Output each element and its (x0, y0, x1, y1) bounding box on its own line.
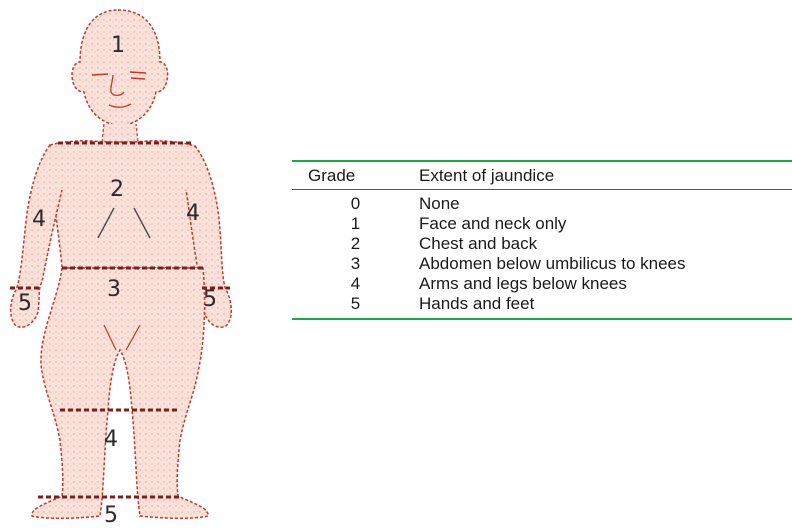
grade-cell: 0 (292, 190, 419, 214)
grade-table: Grade Extent of jaundice 0 None 1 Face a… (292, 162, 792, 318)
table-row: 3 Abdomen below umbilicus to knees (292, 254, 792, 274)
zone-label-trunk: 2 (110, 177, 124, 202)
head-shape (72, 10, 168, 126)
grade-cell: 3 (292, 254, 419, 274)
body-zone-diagram: 1 2 3 4 4 5 5 4 5 (0, 0, 240, 526)
zone-label-lower-trunk: 3 (107, 277, 121, 302)
zone-label-right-hand: 5 (203, 287, 217, 312)
eye-left (92, 74, 108, 75)
extent-cell: Chest and back (419, 234, 792, 254)
table-header-row: Grade Extent of jaundice (292, 162, 792, 189)
table-row: 5 Hands and feet (292, 294, 792, 318)
child-outline-svg: 1 2 3 4 4 5 5 4 5 (0, 0, 240, 526)
extent-cell: Hands and feet (419, 294, 792, 318)
zone-label-legs: 4 (104, 427, 118, 452)
header-extent: Extent of jaundice (419, 162, 792, 189)
extent-cell: Face and neck only (419, 214, 792, 234)
extent-cell: Abdomen below umbilicus to knees (419, 254, 792, 274)
table-row: 0 None (292, 190, 792, 214)
extent-cell: Arms and legs below knees (419, 274, 792, 294)
grade-cell: 5 (292, 294, 419, 318)
zone-label-right-arm: 4 (186, 201, 200, 226)
table-row: 4 Arms and legs below knees (292, 274, 792, 294)
neck-shape (102, 124, 138, 142)
zone-label-head: 1 (111, 33, 125, 58)
table-row: 1 Face and neck only (292, 214, 792, 234)
grade-cell: 1 (292, 214, 419, 234)
table-row: 2 Chest and back (292, 234, 792, 254)
header-grade: Grade (292, 162, 419, 189)
jaundice-grade-table: Grade Extent of jaundice 0 None 1 Face a… (292, 160, 792, 320)
zone-label-feet: 5 (104, 503, 118, 526)
zone-label-left-hand: 5 (18, 291, 32, 316)
grade-cell: 4 (292, 274, 419, 294)
zone-label-left-arm: 4 (32, 207, 46, 232)
table-bottom-rule (292, 318, 792, 320)
legs-shape (32, 268, 208, 518)
torso-shape (50, 141, 203, 268)
grade-cell: 2 (292, 234, 419, 254)
extent-cell: None (419, 190, 792, 214)
